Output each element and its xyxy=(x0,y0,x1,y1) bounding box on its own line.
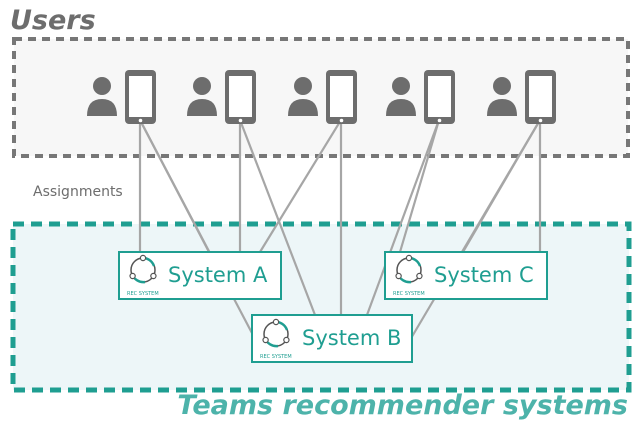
teams-region xyxy=(10,221,632,393)
system-label: System C xyxy=(434,263,534,287)
assignment-lines xyxy=(138,119,542,341)
system-c: REC SYSTEM System C xyxy=(384,251,548,300)
assignments-label: Assignments xyxy=(33,184,123,200)
system-a: REC SYSTEM System A xyxy=(118,251,282,300)
system-badge: REC SYSTEM xyxy=(260,354,292,360)
system-box xyxy=(118,251,282,300)
system-badge: REC SYSTEM xyxy=(127,291,159,297)
system-badge: REC SYSTEM xyxy=(393,291,425,297)
assignment-line xyxy=(365,119,441,316)
system-label: System B xyxy=(302,326,401,350)
assignment-line xyxy=(238,119,317,316)
system-box xyxy=(384,251,548,300)
assignment-line xyxy=(259,119,342,253)
assignment-line xyxy=(409,119,541,341)
system-label: System A xyxy=(168,263,268,287)
assignment-line xyxy=(398,119,441,253)
teams-title: Teams recommender systems xyxy=(177,390,628,421)
system-b: REC SYSTEM System B xyxy=(251,314,413,363)
users-title: Users xyxy=(10,5,96,36)
